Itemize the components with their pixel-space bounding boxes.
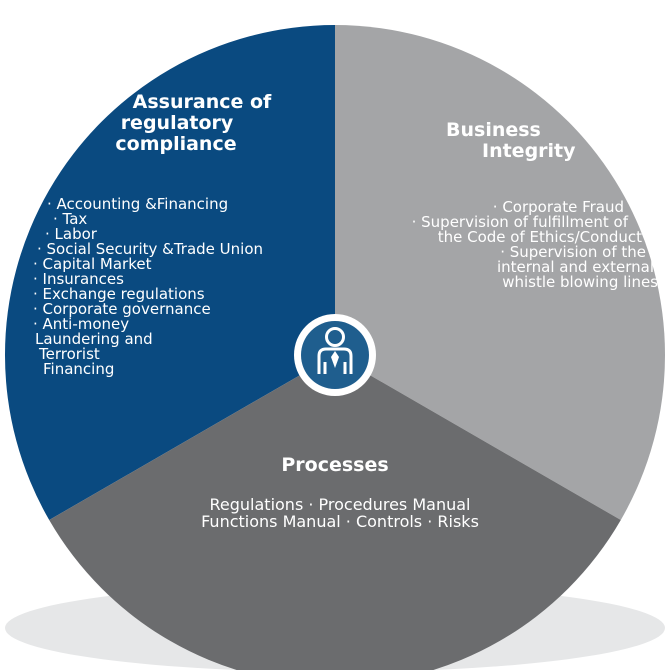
- list-item: · Corporate governance: [33, 300, 211, 318]
- list-item: Financing: [43, 360, 115, 378]
- segment-processes: [49, 355, 621, 670]
- list-item: · Social Security &Trade Union: [37, 240, 264, 258]
- list-item: · Labor: [45, 225, 97, 243]
- segment-left-title: Assurance of regulatory compliance: [115, 91, 272, 155]
- list-item: Regulations · Procedures Manual: [209, 495, 471, 514]
- segment-right-title: Business Integrity: [446, 119, 576, 162]
- list-item: the Code of Ethics/Conduct: [437, 228, 642, 246]
- list-item: · Tax: [53, 210, 88, 228]
- list-item: · Capital Market: [33, 255, 152, 273]
- segment-bottom-title: Processes: [281, 454, 389, 476]
- list-item: Functions Manual · Controls · Risks: [201, 512, 479, 531]
- list-item: · Supervision of the: [500, 243, 646, 261]
- list-item: · Anti-money: [33, 315, 130, 333]
- list-item: · Supervision of fulfillment of: [411, 213, 628, 231]
- segment-business-integrity: [335, 25, 666, 520]
- list-item: · Exchange regulations: [33, 285, 205, 303]
- list-item: · Accounting &Financing: [47, 195, 229, 213]
- segment-regulatory-compliance: [4, 25, 335, 520]
- person-icon: [294, 314, 376, 396]
- list-item: whistle blowing lines: [502, 273, 658, 291]
- list-item: · Corporate Fraud: [492, 198, 624, 216]
- segment-right-list: · Corporate Fraud · Supervision of fulfi…: [350, 200, 660, 290]
- list-item: · Insurances: [33, 270, 124, 288]
- list-item: Terrorist: [39, 345, 100, 363]
- segment-left-list: · Accounting &Financing · Tax · Labor · …: [33, 197, 263, 377]
- list-item: Laundering and: [35, 330, 153, 348]
- list-item: internal and external: [496, 258, 654, 276]
- segment-bottom-list: Regulations · Procedures Manual Function…: [160, 496, 520, 530]
